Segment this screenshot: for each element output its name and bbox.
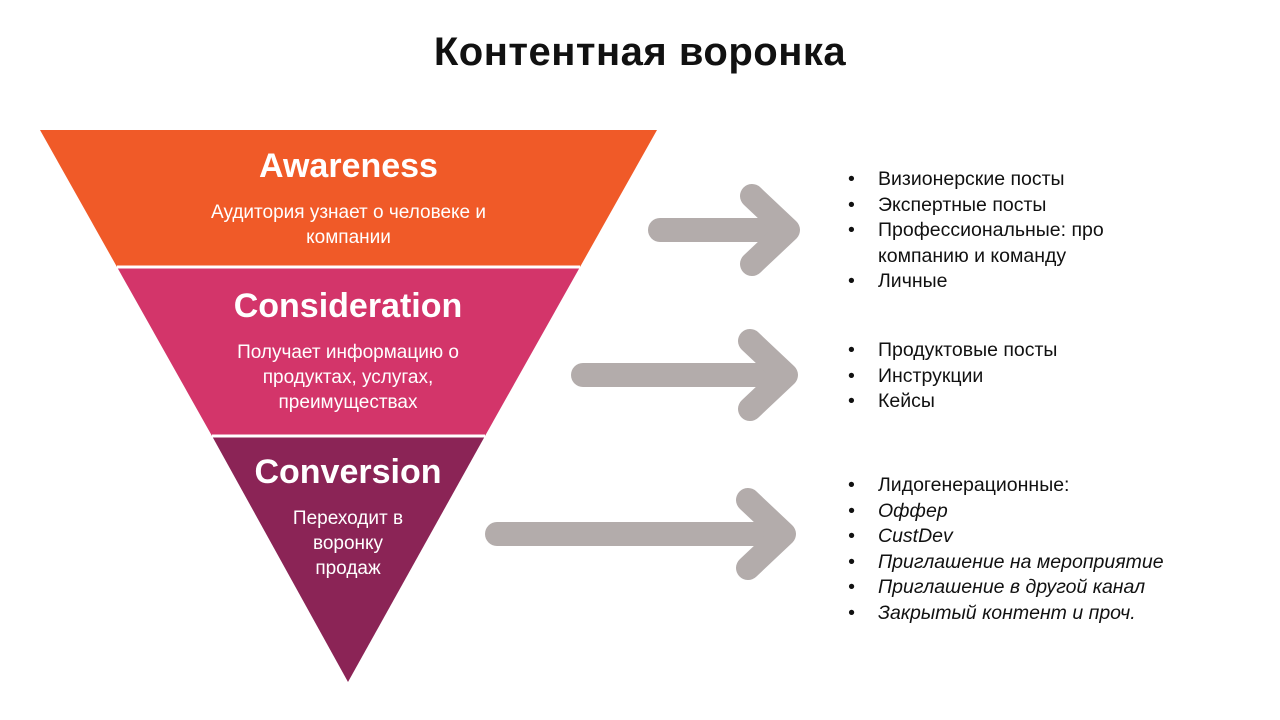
bullet-item: Оффер [848,499,1248,525]
stage-description: Аудитория узнает о человеке и компании [211,202,486,248]
stage-awareness: Awareness Аудитория узнает о человеке и … [170,146,527,250]
bullet-list-consideration: Продуктовые посты Инструкции Кейсы [848,338,1148,415]
bullet-item: Лидогенерационные: [848,473,1248,499]
slide-title: Контентная воронка [433,30,847,74]
conversion-band [212,436,485,682]
stage-description: Получает информацию о продуктах, услугах… [237,342,459,413]
arrow-awareness [648,184,800,276]
stage-name: Consideration [233,287,463,325]
stage-name: Conversion [254,453,442,491]
bullet-item: Экспертные посты [848,193,1148,219]
stage-description: Переходит в воронку продаж [292,508,404,579]
arrow-conversion [485,488,796,580]
bullet-list-conversion: Лидогенерационные: Оффер CustDev Приглаш… [848,473,1248,626]
bullet-item: Профессиональные: про компанию и команду [848,218,1148,269]
bullet-item: Приглашение в другой канал [848,575,1248,601]
bullet-item: CustDev [848,524,1248,550]
bullet-item: Кейсы [848,389,1148,415]
bullet-item: Закрытый контент и проч. [848,601,1248,627]
stage-name: Awareness [259,147,438,185]
awareness-band [40,130,657,267]
bullet-list-awareness: Визионерские посты Экспертные посты Проф… [848,167,1148,295]
stage-conversion: Conversion Переходит в воронку продаж [238,452,458,581]
bullet-item: Продуктовые посты [848,338,1148,364]
stage-consideration: Consideration Получает информацию о прод… [203,286,493,415]
arrow-consideration [571,329,798,421]
bullet-item: Визионерские посты [848,167,1148,193]
bullet-item: Инструкции [848,364,1148,390]
bullet-item: Приглашение на мероприятие [848,550,1248,576]
bullet-item: Личные [848,269,1148,295]
consideration-band [117,267,580,436]
